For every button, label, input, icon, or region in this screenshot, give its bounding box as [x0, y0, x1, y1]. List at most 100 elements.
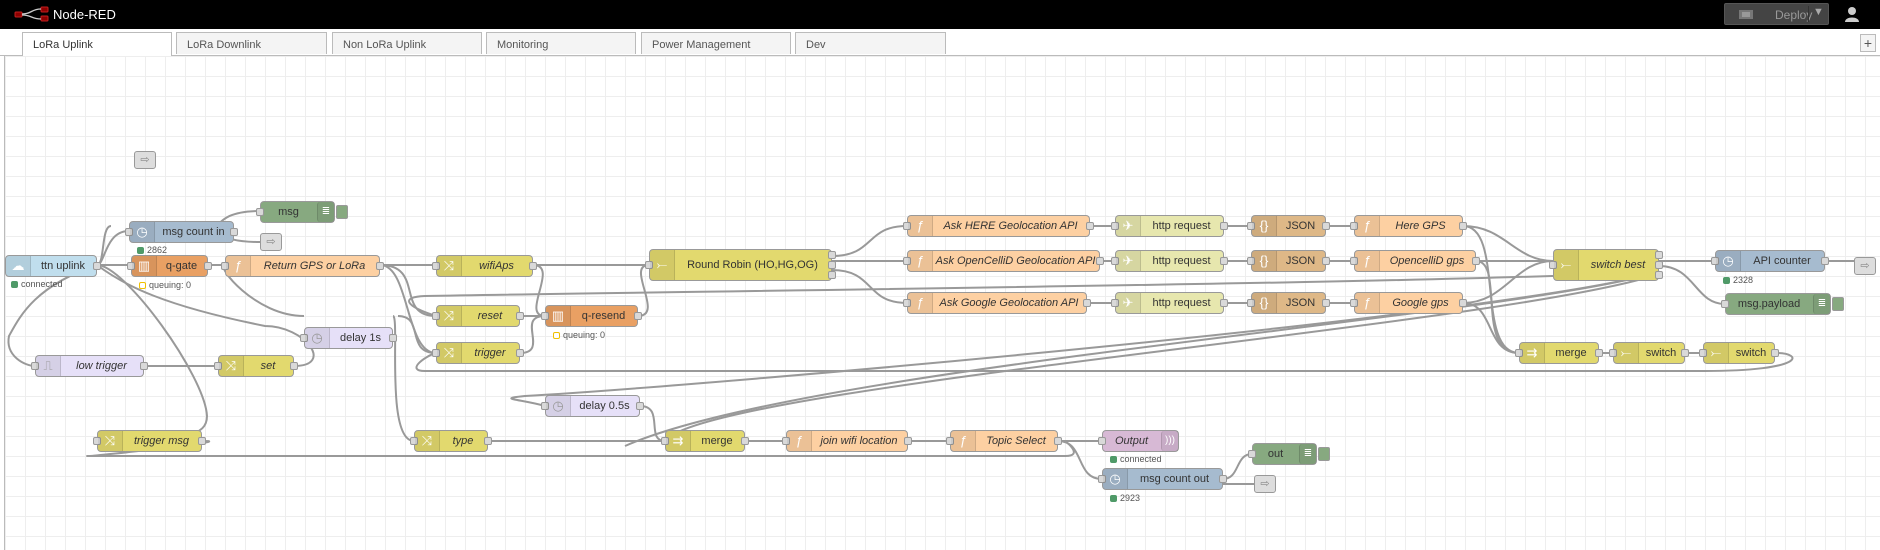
- switch-node-1[interactable]: ⤚ switch: [1609, 342, 1689, 364]
- google-gps-node[interactable]: ƒ Google gps: [1350, 292, 1467, 314]
- input-port[interactable]: [1247, 299, 1255, 307]
- output-port[interactable]: [1459, 222, 1467, 230]
- output-port[interactable]: [376, 262, 384, 270]
- switch-best-node[interactable]: ⤚ switch best: [1549, 249, 1663, 281]
- input-port[interactable]: [1111, 222, 1119, 230]
- ask-here-node[interactable]: ƒ Ask HERE Geolocation API: [903, 215, 1094, 237]
- output-port[interactable]: [1771, 349, 1779, 357]
- round-robin-node[interactable]: ⤚ Round Robin (HO,HG,OG): [645, 249, 836, 281]
- input-port[interactable]: [410, 437, 418, 445]
- json-node-1[interactable]: {} JSON: [1247, 215, 1330, 237]
- output-port[interactable]: [1472, 257, 1480, 265]
- output-port[interactable]: [1681, 349, 1689, 357]
- output-port[interactable]: [1220, 257, 1228, 265]
- link-out-icon[interactable]: ⇨: [1854, 257, 1876, 275]
- delay-1s-node[interactable]: ◷ delay 1s: [300, 327, 397, 349]
- low-trigger-node[interactable]: ⎍ low trigger: [31, 355, 148, 377]
- input-port[interactable]: [1350, 222, 1358, 230]
- deploy-button[interactable]: Deploy ▼: [1724, 3, 1829, 25]
- deploy-menu-caret-icon[interactable]: ▼: [1813, 6, 1824, 18]
- output-port-2[interactable]: [1655, 261, 1663, 269]
- output-port[interactable]: [1083, 299, 1091, 307]
- tab-lora-uplink[interactable]: LoRa Uplink: [22, 32, 172, 56]
- input-port[interactable]: [541, 402, 549, 410]
- api-counter-node[interactable]: ◷ API counter: [1711, 250, 1829, 272]
- reset-node[interactable]: ⤨ reset: [432, 305, 524, 327]
- output-port[interactable]: [1821, 257, 1829, 265]
- debug-toggle-button[interactable]: [1318, 447, 1330, 461]
- debug-toggle-button[interactable]: [1832, 297, 1844, 311]
- add-tab-button[interactable]: +: [1860, 34, 1876, 52]
- input-port[interactable]: [127, 262, 135, 270]
- input-port[interactable]: [1350, 299, 1358, 307]
- input-port[interactable]: [300, 334, 308, 342]
- output-port[interactable]: [290, 362, 298, 370]
- input-port[interactable]: [432, 312, 440, 320]
- set-node[interactable]: ⤨ set: [214, 355, 298, 377]
- http-request-node-2[interactable]: ✈ http request: [1111, 250, 1228, 272]
- topic-select-node[interactable]: ƒ Topic Select: [946, 430, 1062, 452]
- type-node[interactable]: ⤨ type: [410, 430, 492, 452]
- q-resend-node[interactable]: ▥ q-resend: [541, 305, 642, 327]
- tab-dev[interactable]: Dev: [795, 32, 946, 54]
- merge-node-right[interactable]: ⇉ merge: [1515, 342, 1603, 364]
- tab-lora-downlink[interactable]: LoRa Downlink: [176, 32, 327, 54]
- tab-monitoring[interactable]: Monitoring: [486, 32, 636, 54]
- input-port[interactable]: [1609, 349, 1617, 357]
- output-port[interactable]: [636, 402, 644, 410]
- input-port[interactable]: [1549, 261, 1557, 269]
- input-port[interactable]: [125, 228, 133, 236]
- output-port[interactable]: [1322, 257, 1330, 265]
- output-port[interactable]: [1322, 299, 1330, 307]
- output-port[interactable]: [140, 362, 148, 370]
- output-port[interactable]: [634, 312, 642, 320]
- trigger-msg-node[interactable]: ⤨ trigger msg: [93, 430, 206, 452]
- input-port[interactable]: [1699, 349, 1707, 357]
- msg-count-out-node[interactable]: ◷ msg count out: [1098, 468, 1227, 490]
- input-port[interactable]: [1711, 257, 1719, 265]
- debug-toggle-button[interactable]: [336, 205, 348, 219]
- join-wifi-location-node[interactable]: ƒ join wifi location: [782, 430, 912, 452]
- ask-google-node[interactable]: ƒ Ask Google Geolocation API: [903, 292, 1091, 314]
- input-port[interactable]: [432, 262, 440, 270]
- here-gps-node[interactable]: ƒ Here GPS: [1350, 215, 1467, 237]
- json-node-3[interactable]: {} JSON: [1247, 292, 1330, 314]
- output-port[interactable]: [1459, 299, 1467, 307]
- input-port[interactable]: [93, 437, 101, 445]
- output-port-3[interactable]: [828, 271, 836, 279]
- input-port[interactable]: [903, 257, 911, 265]
- output-port[interactable]: [1595, 349, 1603, 357]
- output-port[interactable]: [198, 437, 206, 445]
- output-port[interactable]: [389, 334, 397, 342]
- return-gps-or-lora-node[interactable]: ƒ Return GPS or LoRa: [221, 255, 384, 277]
- output-port[interactable]: [93, 262, 101, 270]
- input-port[interactable]: [1721, 300, 1729, 308]
- input-port[interactable]: [31, 362, 39, 370]
- output-port[interactable]: [1054, 437, 1062, 445]
- msg-payload-debug-node[interactable]: msg.payload ≣: [1721, 293, 1844, 315]
- output-port[interactable]: [1220, 299, 1228, 307]
- output-node[interactable]: Output ))): [1098, 430, 1179, 452]
- output-port[interactable]: [516, 349, 524, 357]
- tab-power-management[interactable]: Power Management: [641, 32, 791, 54]
- input-port[interactable]: [541, 312, 549, 320]
- flow-canvas[interactable]: ☁ ttn uplink connected ⇨ ◷ msg count in …: [4, 56, 1880, 550]
- output-port[interactable]: [1086, 222, 1094, 230]
- output-port[interactable]: [516, 312, 524, 320]
- out-debug-node[interactable]: out ≣: [1248, 443, 1330, 465]
- output-port[interactable]: [1322, 222, 1330, 230]
- input-port[interactable]: [1098, 437, 1106, 445]
- link-out-icon[interactable]: ⇨: [260, 233, 282, 251]
- input-port[interactable]: [214, 362, 222, 370]
- json-node-2[interactable]: {} JSON: [1247, 250, 1330, 272]
- link-out-icon[interactable]: ⇨: [1254, 475, 1276, 493]
- output-port-1[interactable]: [828, 251, 836, 259]
- trigger-node[interactable]: ⤨ trigger: [432, 342, 524, 364]
- input-port[interactable]: [1247, 257, 1255, 265]
- delay-05s-node[interactable]: ◷ delay 0.5s: [541, 395, 644, 417]
- http-request-node-1[interactable]: ✈ http request: [1111, 215, 1228, 237]
- output-port[interactable]: [484, 437, 492, 445]
- input-port[interactable]: [1350, 257, 1358, 265]
- input-port[interactable]: [645, 261, 653, 269]
- wifiaps-node[interactable]: ⤨ wifiAps: [432, 255, 537, 277]
